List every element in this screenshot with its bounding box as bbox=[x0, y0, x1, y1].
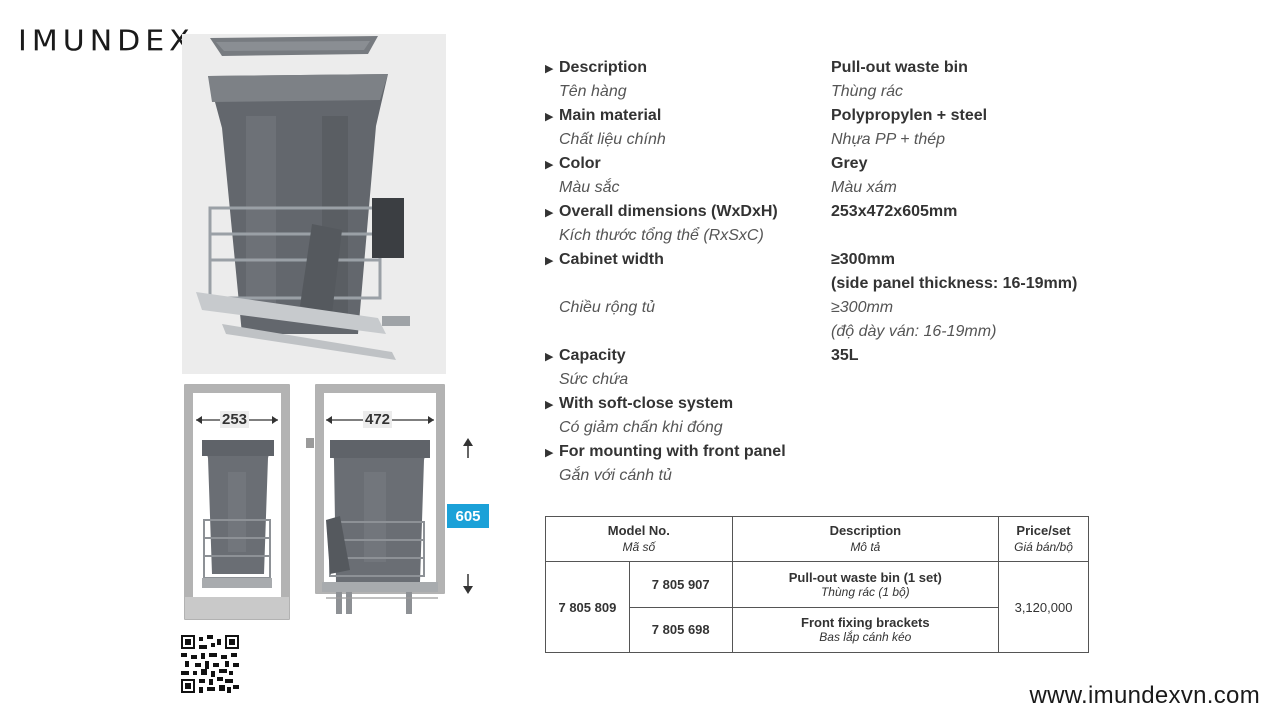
header-model-no: Model No.Mã số bbox=[545, 516, 733, 562]
front-view-drawing: 253 bbox=[184, 384, 290, 620]
price-cell: 3,120,000 bbox=[998, 561, 1089, 653]
spec-label-vi: Chất liệu chính bbox=[559, 131, 666, 148]
triangle-right-icon: ▶ bbox=[545, 351, 554, 363]
triangle-right-icon: ▶ bbox=[545, 207, 554, 219]
waste-bin-illustration bbox=[182, 34, 446, 374]
spec-label-vi: Sức chứa bbox=[559, 371, 629, 388]
spec-label-vi: Có giảm chấn khi đóng bbox=[559, 419, 723, 436]
spec-label-capacity: ▶Capacity bbox=[545, 344, 626, 369]
spec-value-vi: Nhựa PP + thép bbox=[831, 131, 946, 148]
spec-value-vi: (độ dày ván: 16-19mm) bbox=[831, 323, 997, 340]
item-model-cell: 7 805 698 bbox=[628, 606, 733, 653]
side-view-svg bbox=[306, 384, 445, 614]
spec-label-vi: Màu sắc bbox=[559, 179, 620, 196]
spec-label-vi: Chiều rộng tủ bbox=[559, 299, 656, 316]
spec-label-cabinet-width: ▶Cabinet width bbox=[545, 248, 664, 273]
item-description-cell: Pull-out waste bin (1 set)Thùng rác (1 b… bbox=[731, 561, 1000, 608]
triangle-right-icon: ▶ bbox=[545, 447, 554, 459]
triangle-right-icon: ▶ bbox=[545, 63, 554, 75]
spec-label-color: ▶Color bbox=[545, 152, 601, 177]
arrow-up-icon bbox=[463, 438, 473, 446]
spec-value: 253x472x605mm bbox=[831, 203, 958, 220]
triangle-right-icon: ▶ bbox=[545, 255, 554, 267]
spec-value: 35L bbox=[831, 347, 859, 364]
spec-value: Pull-out waste bin bbox=[831, 59, 968, 76]
spec-value-vi: ≥300mm bbox=[831, 299, 894, 316]
spec-label-soft-close: ▶With soft-close system bbox=[545, 392, 733, 417]
spec-value: (side panel thickness: 16-19mm) bbox=[831, 275, 1078, 292]
spec-label-vi: Tên hàng bbox=[559, 83, 627, 100]
spec-value: Polypropylen + steel bbox=[831, 107, 988, 124]
spec-label-description: ▶Description bbox=[545, 56, 647, 81]
spec-label-front-panel: ▶For mounting with front panel bbox=[545, 440, 786, 465]
table-row: 7 805 809 7 805 907 Pull-out waste bin (… bbox=[545, 561, 1089, 653]
spec-label-vi: Gắn với cánh tủ bbox=[559, 467, 672, 484]
spec-value-vi: Thùng rác bbox=[831, 83, 904, 100]
website-url[interactable]: www.imundexvn.com bbox=[1029, 682, 1260, 709]
qr-code-icon bbox=[181, 635, 239, 693]
spec-label-overall-dimensions: ▶Overall dimensions (WxDxH) bbox=[545, 200, 778, 225]
spec-value-vi: Màu xám bbox=[831, 179, 897, 196]
depth-dimension-label: 472 bbox=[363, 411, 393, 428]
item-model-cell: 7 805 907 bbox=[628, 561, 733, 608]
triangle-right-icon: ▶ bbox=[545, 159, 554, 171]
spec-value: Grey bbox=[831, 155, 868, 172]
side-view-drawing: 472 bbox=[306, 384, 446, 620]
height-dimension-arrows bbox=[463, 438, 473, 594]
triangle-right-icon: ▶ bbox=[545, 111, 554, 123]
set-model-cell: 7 805 809 bbox=[545, 561, 630, 653]
brand-logo: IMUNDEX bbox=[18, 24, 195, 59]
spec-label-vi: Kích thước tổng thể (RxSxC) bbox=[559, 227, 764, 244]
product-photo bbox=[182, 34, 446, 374]
width-dimension-label: 253 bbox=[220, 411, 250, 428]
height-dimension-badge: 605 bbox=[447, 504, 489, 528]
spec-label-main-material: ▶Main material bbox=[545, 104, 661, 129]
spec-value: ≥300mm bbox=[831, 251, 895, 268]
triangle-right-icon: ▶ bbox=[545, 399, 554, 411]
arrow-down-icon bbox=[463, 586, 473, 594]
